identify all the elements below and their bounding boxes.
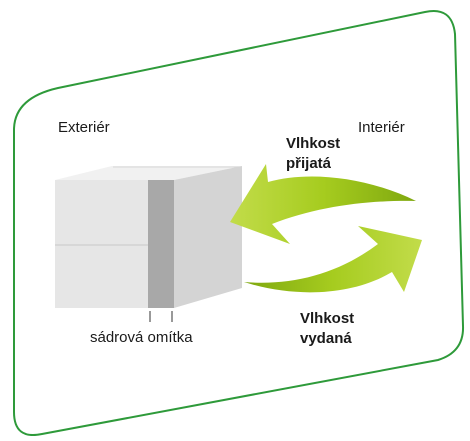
moisture-in-label: Vlhkost přijatá (286, 134, 340, 174)
wall-block (55, 166, 242, 308)
moisture-out-line-2: vydaná (300, 330, 352, 347)
rounded-frame (13, 10, 465, 436)
moisture-in-line-1: Vlhkost (286, 135, 341, 152)
moisture-out-arrow (244, 226, 422, 293)
plaster-label: sádrová omítka (90, 329, 193, 346)
interior-label: Interiér (358, 119, 405, 136)
wall-front-face (55, 180, 148, 308)
exterior-label: Exteriér (58, 119, 110, 136)
plaster-layer (148, 180, 174, 308)
wall-side-face (174, 166, 242, 308)
moisture-in-line-2: přijatá (286, 155, 332, 172)
wall-top-face (55, 166, 242, 180)
moisture-out-label: Vlhkost vydaná (300, 309, 354, 349)
moisture-out-line-1: Vlhkost (300, 310, 355, 327)
moisture-in-arrow (230, 164, 416, 244)
